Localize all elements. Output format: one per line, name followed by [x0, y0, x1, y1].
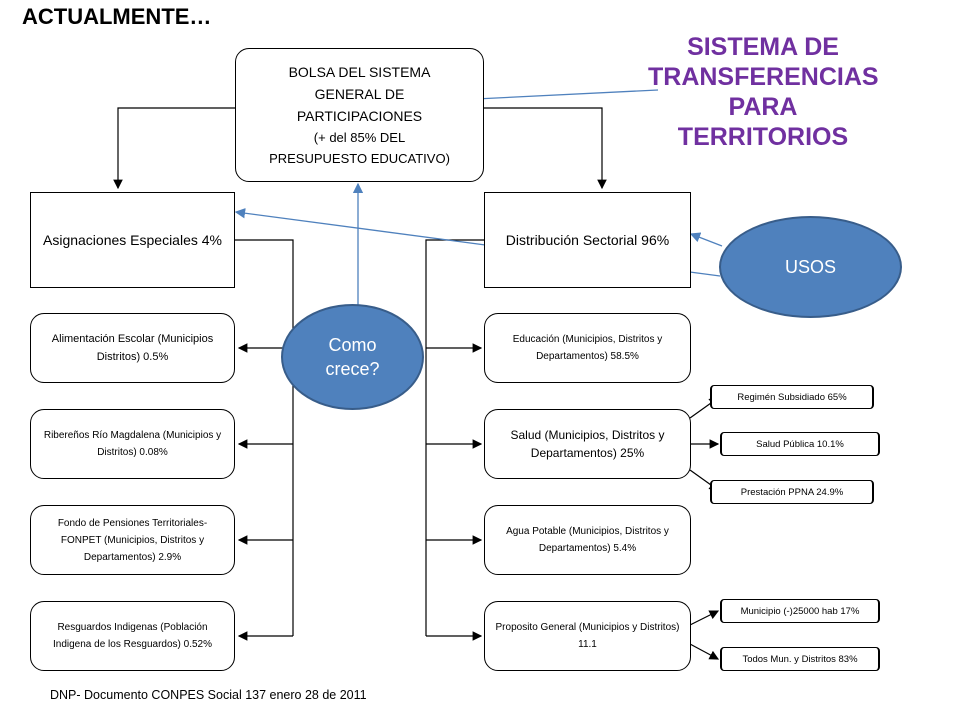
connector-left-trunk: [235, 239, 294, 636]
bolsa-line-1: BOLSA DEL SISTEMA: [288, 64, 431, 80]
left-item-2-label: Ribereños Río Magdalena (Municipios y Di…: [43, 430, 222, 458]
right-item-4: Proposito General (Municipios y Distrito…: [484, 601, 691, 671]
left-item-1: Alimentación Escolar (Municipios Distrit…: [30, 313, 235, 383]
general-item-1-label: Municipio (-)25000 hab 17%: [740, 605, 860, 617]
left-item-3-label: Fondo de Pensiones Territoriales- FONPET…: [57, 517, 208, 563]
system-title: SISTEMA DE TRANSFERENCIAS PARA TERRITORI…: [648, 33, 879, 151]
distribucion-label: Distribución Sectorial 96%: [505, 231, 670, 248]
health-item-3: Prestación PPNA 24.9%: [710, 480, 874, 504]
connector-top-left: [113, 107, 235, 190]
source-note: DNP- Documento CONPES Social 137 enero 2…: [50, 688, 367, 702]
usos-label: USOS: [784, 257, 836, 277]
arrow-usos-to-distribucion: [689, 232, 723, 247]
right-item-1-label: Educación (Municipios, Distritos y Depar…: [512, 334, 663, 362]
left-item-2: Ribereños Río Magdalena (Municipios y Di…: [30, 409, 235, 479]
como-crece-label: Como crece?: [325, 335, 380, 379]
right-item-4-label: Proposito General (Municipios y Distrito…: [495, 622, 680, 650]
asignaciones-box: Asignaciones Especiales 4%: [30, 192, 235, 288]
health-item-1-label: Regimén Subsidiado 65%: [737, 391, 847, 403]
bolsa-line-5: PRESUPUESTO EDUCATIVO): [269, 151, 450, 166]
connector-top-right: [484, 107, 607, 190]
health-item-1: Regimén Subsidiado 65%: [710, 385, 874, 409]
left-item-4: Resguardos Indigenas (Población Indigena…: [30, 601, 235, 671]
arrow-title-to-bolsa: [453, 89, 659, 105]
asignaciones-label: Asignaciones Especiales 4%: [43, 231, 222, 248]
bolsa-line-4: (+ del 85% DEL: [313, 130, 406, 145]
health-item-2: Salud Pública 10.1%: [720, 432, 880, 456]
left-item-3: Fondo de Pensiones Territoriales- FONPET…: [30, 505, 235, 575]
usos-callout: USOS: [719, 216, 902, 318]
general-item-2: Todos Mun. y Distritos 83%: [720, 647, 880, 671]
connector-general-1: [689, 610, 720, 626]
right-item-3-label: Agua Potable (Municipios, Distritos y De…: [506, 526, 669, 554]
right-item-3: Agua Potable (Municipios, Distritos y De…: [484, 505, 691, 575]
connector-right-trunk: [425, 239, 484, 636]
bolsa-line-2: GENERAL DE: [314, 86, 405, 102]
connector-general-2: [689, 643, 720, 660]
distribucion-box: Distribución Sectorial 96%: [484, 192, 691, 288]
left-item-1-label: Alimentación Escolar (Municipios Distrit…: [51, 333, 214, 363]
right-item-2: Salud (Municipios, Distritos y Departame…: [484, 409, 691, 479]
bolsa-line-3: PARTICIPACIONES: [296, 108, 423, 124]
como-crece-callout: Como crece?: [281, 304, 424, 410]
left-item-4-label: Resguardos Indigenas (Población Indigena…: [53, 622, 212, 650]
right-item-1: Educación (Municipios, Distritos y Depar…: [484, 313, 691, 383]
page-title: ACTUALMENTE…: [22, 4, 212, 29]
right-item-2-label: Salud (Municipios, Distritos y Departame…: [510, 428, 665, 460]
general-item-2-label: Todos Mun. y Distritos 83%: [742, 653, 858, 665]
bolsa-box: BOLSA DEL SISTEMA GENERAL DE PARTICIPACI…: [235, 48, 484, 182]
health-item-3-label: Prestación PPNA 24.9%: [740, 486, 844, 498]
health-item-2-label: Salud Pública 10.1%: [756, 438, 844, 450]
general-item-1: Municipio (-)25000 hab 17%: [720, 599, 880, 623]
